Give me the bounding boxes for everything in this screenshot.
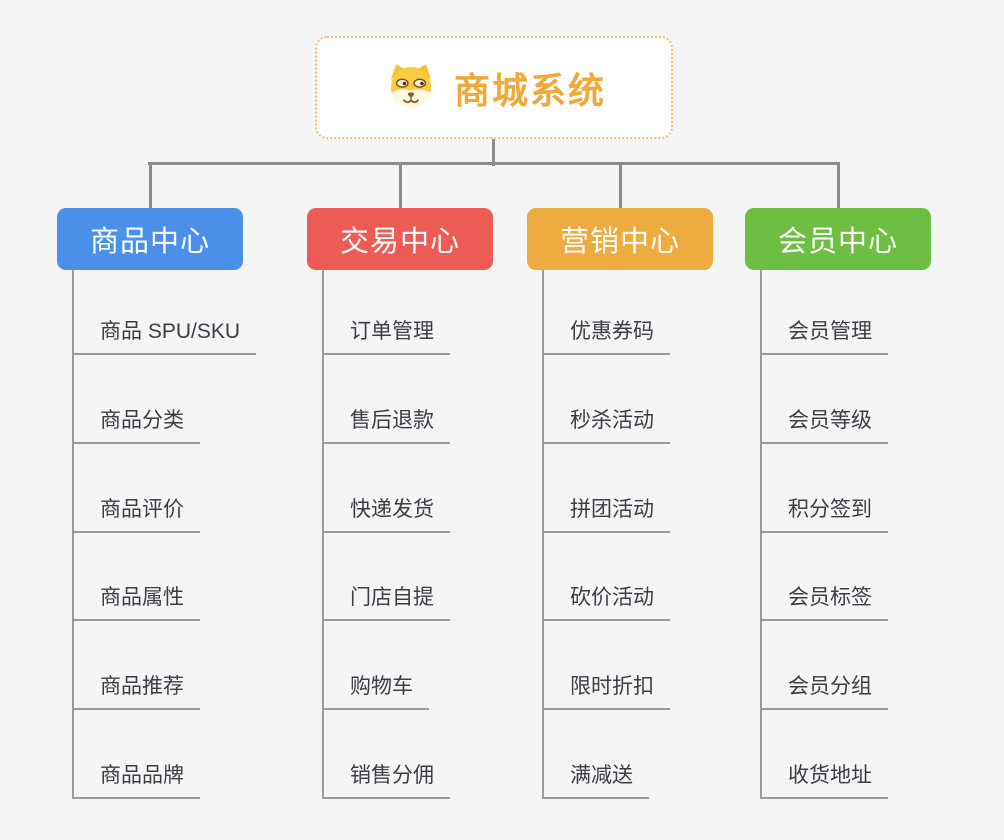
topic-node[interactable]: 购物车 <box>322 674 429 710</box>
branch-header-2[interactable]: 交易中心 <box>307 208 493 270</box>
topic-node[interactable]: 砍价活动 <box>542 585 670 621</box>
connector-trunk <box>492 139 495 166</box>
topic-node[interactable]: 会员标签 <box>760 585 888 621</box>
topic-node[interactable]: 会员等级 <box>760 408 888 444</box>
connector-bus <box>148 162 840 165</box>
branch-vertical-line <box>72 270 74 799</box>
connector-drop <box>837 162 840 208</box>
topic-node[interactable]: 订单管理 <box>322 319 450 355</box>
topic-node[interactable]: 商品分类 <box>72 408 200 444</box>
topic-node[interactable]: 商品 SPU/SKU <box>72 319 257 355</box>
root-node-mall-system[interactable]: 商城系统 <box>315 36 673 139</box>
branch-vertical-line <box>760 270 762 799</box>
connector-drop <box>399 162 402 208</box>
topic-node[interactable]: 秒杀活动 <box>542 408 670 444</box>
branch-column-1: 商品中心 商品 SPU/SKU 商品分类商品评价商品属性商品推荐商品品牌 <box>57 162 257 828</box>
topic-node[interactable]: 限时折扣 <box>542 674 670 710</box>
branch-column-4: 会员中心 会员管理会员等级积分签到会员标签会员分组收货地址 <box>745 162 931 828</box>
branch-vertical-line <box>322 270 324 799</box>
topic-node[interactable]: 会员管理 <box>760 319 888 355</box>
topic-node[interactable]: 门店自提 <box>322 585 450 621</box>
topic-node[interactable]: 销售分佣 <box>322 763 450 799</box>
topic-node[interactable]: 拼团活动 <box>542 497 670 533</box>
topic-node[interactable]: 商品评价 <box>72 497 200 533</box>
connector-drop <box>149 162 152 208</box>
topic-node[interactable]: 商品推荐 <box>72 674 200 710</box>
topic-node[interactable]: 积分签到 <box>760 497 888 533</box>
dog-face-icon <box>390 63 432 107</box>
root-node-title: 商城系统 <box>453 69 606 111</box>
topic-node[interactable]: 售后退款 <box>322 408 450 444</box>
topic-node[interactable]: 会员分组 <box>760 674 888 710</box>
topic-node[interactable]: 满减送 <box>542 763 649 799</box>
topic-node[interactable]: 优惠券码 <box>542 319 670 355</box>
topic-node[interactable]: 收货地址 <box>760 763 888 799</box>
topic-node[interactable]: 商品属性 <box>72 585 200 621</box>
branch-header-1[interactable]: 商品中心 <box>57 208 243 270</box>
topic-node[interactable]: 商品品牌 <box>72 763 200 799</box>
branch-header-4[interactable]: 会员中心 <box>745 208 931 270</box>
branch-column-3: 营销中心 优惠券码秒杀活动拼团活动砍价活动限时折扣满减送 <box>527 162 713 828</box>
branch-header-3[interactable]: 营销中心 <box>527 208 713 270</box>
branch-column-2: 交易中心 订单管理售后退款快递发货门店自提购物车销售分佣 <box>307 162 493 828</box>
branch-vertical-line <box>542 270 544 799</box>
topic-node[interactable]: 快递发货 <box>322 497 450 533</box>
connector-drop <box>619 162 622 208</box>
